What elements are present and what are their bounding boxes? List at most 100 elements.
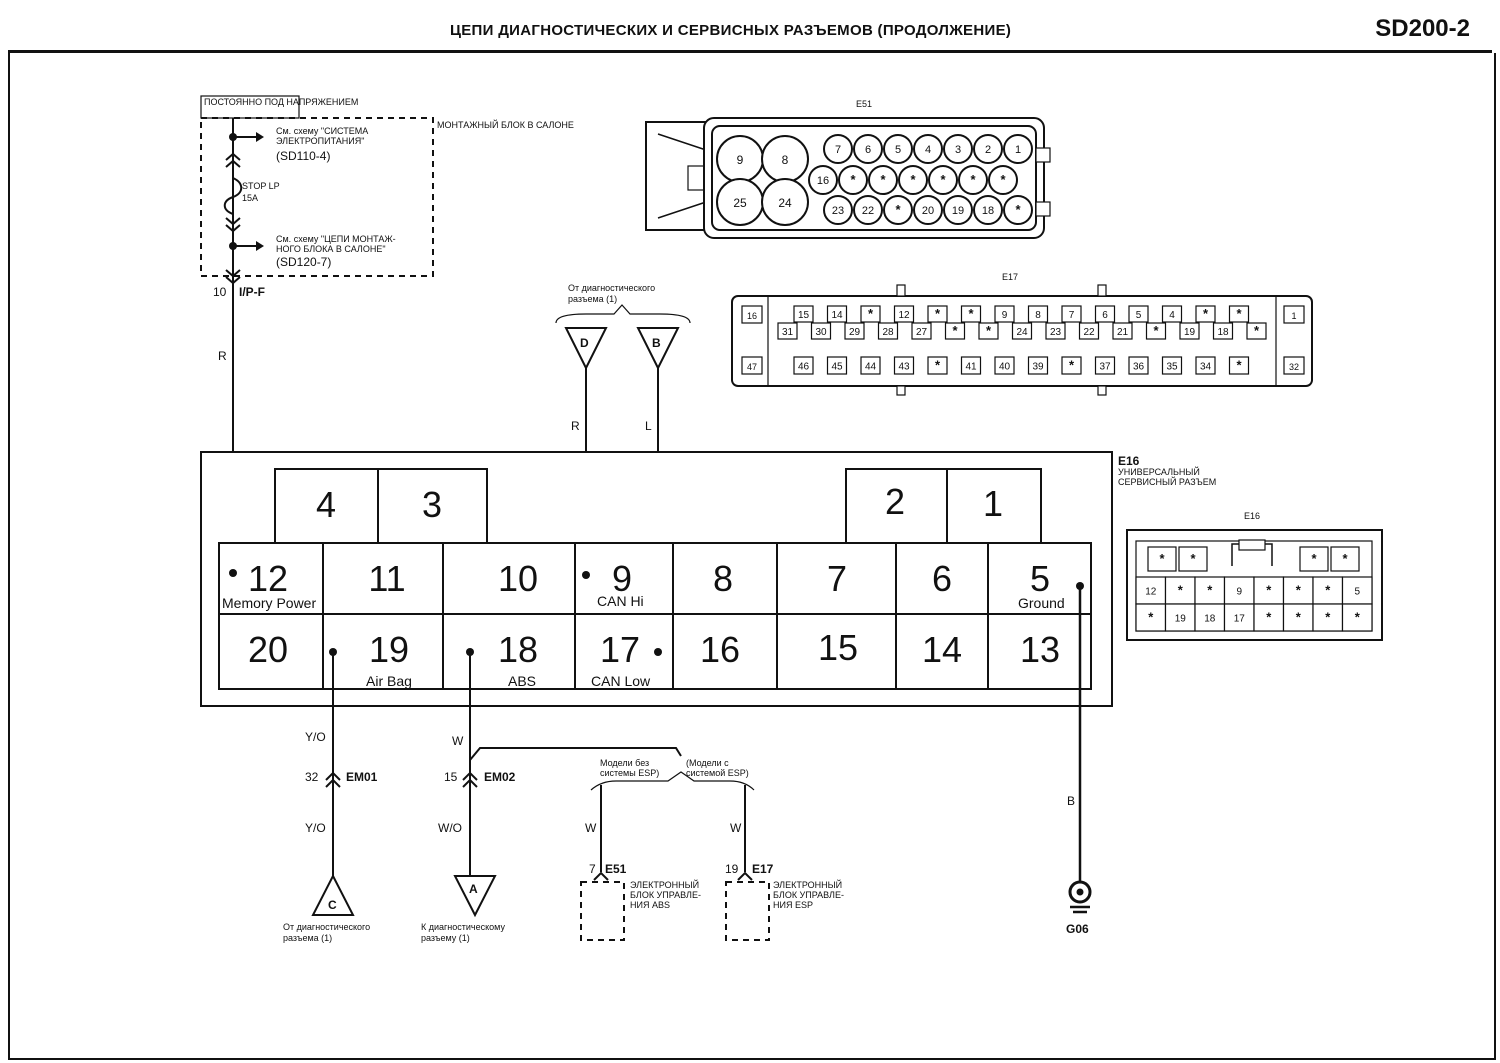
e17-pin xyxy=(810,322,832,340)
e51-pin xyxy=(988,165,1018,195)
e17-key xyxy=(1097,284,1107,297)
triangle-d xyxy=(564,327,608,371)
ref-arrowhead-1 xyxy=(256,132,264,142)
page-title: ЦЕПИ ДИАГНОСТИЧЕСКИХ И СЕРВИСНЫХ РАЗЪЕМО… xyxy=(450,22,1012,39)
e51-chevron xyxy=(593,871,609,881)
triangle-a-label: A xyxy=(469,882,478,896)
e51-pin-label: 20 xyxy=(922,205,934,217)
e16-pin-18: 18 xyxy=(498,629,538,670)
e17-pin xyxy=(927,356,948,375)
e17-pin xyxy=(1246,322,1267,340)
e17-pin xyxy=(960,356,982,375)
diag-ref-line2: разъема (1) xyxy=(568,294,617,304)
e17-pin xyxy=(1011,322,1033,340)
e17-pin-label: * xyxy=(1069,358,1075,373)
e16-pin-16: 16 xyxy=(700,629,740,670)
e17-pin-label: * xyxy=(952,323,958,338)
e17-pin-label: 14 xyxy=(831,310,843,321)
e17-left-bottom: 47 xyxy=(747,362,757,372)
e51-pin xyxy=(823,134,853,164)
e16-pin-15: 15 xyxy=(818,627,858,668)
e16-pin-20: 20 xyxy=(248,629,288,670)
e16-face-pin-label: 17 xyxy=(1234,614,1246,625)
e17-pin xyxy=(1228,305,1250,323)
wire-color-w: W xyxy=(452,734,464,748)
e17-pin-label: 46 xyxy=(798,362,810,373)
e16-face-pin xyxy=(1178,546,1208,572)
e16-pin-5: 5 xyxy=(1030,558,1050,599)
em01-chevron xyxy=(325,771,341,788)
e51-pin: 7 xyxy=(589,862,596,876)
e51-pin xyxy=(943,134,973,164)
e16-face-pin-label: * xyxy=(1296,583,1302,598)
e16-pin-10: 10 xyxy=(498,558,538,599)
e16-pin-3: 3 xyxy=(422,484,442,525)
e16-face-pin-label: * xyxy=(1266,610,1272,625)
em01-pin: 32 xyxy=(305,770,319,784)
ground-circuit: B G06 xyxy=(1066,586,1092,936)
e17-pin-label: 7 xyxy=(1069,310,1075,321)
e51-big-label: 24 xyxy=(778,196,792,210)
abs-circuit: W 15 EM02 W/O A К диагностическому разъе… xyxy=(421,652,844,943)
wire-color-b-ground: B xyxy=(1067,794,1075,808)
power-feed: ПОСТОЯННО ПОД НАПРЯЖЕНИЕМ МОНТАЖНЫЙ БЛОК… xyxy=(200,95,574,573)
e51-pin xyxy=(913,134,943,164)
e17-pin-label: 41 xyxy=(965,362,977,373)
e17-pin xyxy=(1094,305,1116,323)
e16-face-pin xyxy=(1341,603,1373,632)
e17-left-top: 16 xyxy=(747,311,757,321)
e17-pin xyxy=(860,305,881,323)
e51-pin xyxy=(883,195,913,225)
fuse-name: STOP LP xyxy=(242,181,280,191)
e51-pin-label: 7 xyxy=(835,144,841,156)
diag-ref-bracket xyxy=(555,304,691,324)
e51-pin xyxy=(868,165,898,195)
e16-face-pin xyxy=(1147,546,1177,572)
e16-cell-3 xyxy=(377,468,488,544)
e16-face-pin xyxy=(1312,576,1344,605)
e17-key xyxy=(896,284,906,297)
e16-face-pin xyxy=(1194,603,1226,632)
e51-pin-label: 23 xyxy=(832,205,844,217)
airbag-circuit: Y/O 32 EM01 Y/O C От диагностического ра… xyxy=(283,652,378,943)
e16-pin-1: 1 xyxy=(983,483,1003,524)
ref2-code: (SD120-7) xyxy=(276,255,331,269)
no-esp-line1: Модели без xyxy=(600,758,649,768)
e16-pin-13: 13 xyxy=(1020,629,1060,670)
e17-pin xyxy=(994,356,1015,375)
esp-bracket xyxy=(590,771,755,791)
e51-pin xyxy=(898,165,928,195)
a-label-line1: К диагностическому xyxy=(421,922,505,932)
abs-module-box xyxy=(580,881,625,941)
e51-pin xyxy=(883,134,913,164)
e16-pin-17: 17 xyxy=(600,629,640,670)
e17-pin xyxy=(1078,322,1100,340)
e16-cell-1 xyxy=(946,468,1042,544)
e51-big-label: 9 xyxy=(737,153,744,167)
e16-face-pin-label: 5 xyxy=(1354,587,1360,598)
e51-pin-label: 3 xyxy=(955,144,961,156)
e17-pin xyxy=(1128,356,1149,375)
esp-unit-line3: НИЯ ESP xyxy=(773,900,813,910)
e17-pin-label: 6 xyxy=(1102,310,1108,321)
e16-face-pin xyxy=(1299,546,1329,572)
abs-unit-line1: ЭЛЕКТРОННЫЙ xyxy=(630,879,699,890)
e51-pin-label: 6 xyxy=(865,144,871,156)
e16-connector: E16 УНИВЕРСАЛЬНЫЙ СЕРВИСНЫЙ РАЗЪЕМ 4 3 2… xyxy=(200,451,1216,707)
c-label-line2: разъема (1) xyxy=(283,933,332,943)
wire-color-wo: W/O xyxy=(438,821,462,835)
e17-pin-label: 15 xyxy=(798,310,810,321)
e17-pin-label: * xyxy=(1254,323,1260,338)
em02-pin: 15 xyxy=(444,770,458,784)
e17-pin xyxy=(893,305,915,323)
e17-pin xyxy=(1145,322,1167,340)
e17-pin xyxy=(1195,356,1216,375)
e16-pin-11: 11 xyxy=(368,558,405,599)
label-abs: ABS xyxy=(508,673,536,689)
connector-chevron-bottom xyxy=(225,217,241,233)
